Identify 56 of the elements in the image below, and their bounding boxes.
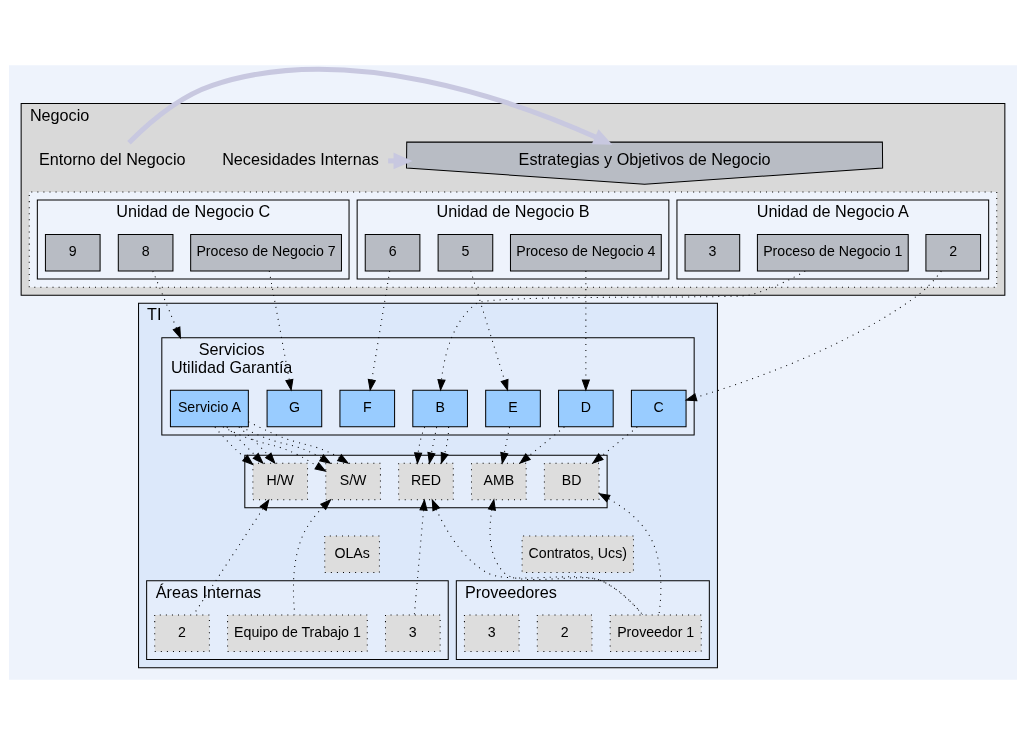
node-box: 3: [384, 614, 441, 652]
node-box: 8: [117, 234, 173, 272]
node-box: 3: [684, 234, 740, 272]
node-box: 6: [364, 234, 420, 272]
node-box: B: [411, 389, 468, 428]
arrow: [247, 421, 349, 464]
node-box: 5: [437, 234, 493, 272]
arrow: [225, 426, 264, 465]
node-box: 2: [536, 614, 592, 652]
arrow: [518, 426, 565, 465]
arrow: [581, 270, 590, 392]
arrow: [591, 426, 638, 465]
arrow: [426, 426, 437, 465]
node-box: Servicio A: [169, 389, 249, 428]
node-box: Proceso de Negocio 7: [189, 234, 342, 272]
node-box: H/W: [251, 462, 308, 501]
arrow: [213, 426, 254, 466]
node-box: C: [630, 389, 687, 428]
node-box: OLAs: [323, 535, 380, 574]
node-box: 9: [44, 234, 101, 272]
node-text: Necesidades Internas: [221, 149, 379, 168]
arrow: [292, 498, 332, 616]
node-box: BD: [543, 462, 600, 501]
node-box: Proceso de Negocio 4: [509, 234, 662, 272]
arrow: [431, 498, 643, 616]
arrow: [469, 270, 508, 392]
arrow: [499, 426, 510, 465]
node-box: G: [266, 389, 322, 428]
arrow: [237, 426, 276, 465]
arrow: [151, 270, 181, 340]
node-box: E: [484, 389, 541, 428]
arrow: [367, 270, 390, 392]
arrow: [487, 498, 643, 616]
arrow: [413, 498, 428, 616]
arrow: [440, 426, 449, 465]
node-box: Contratos, Ucs): [521, 535, 634, 574]
arrow: [126, 66, 612, 145]
node-box: S/W: [324, 462, 381, 501]
arrow: [268, 270, 293, 392]
arrow: [222, 426, 327, 472]
node-box: AMB: [470, 462, 527, 501]
arrow: [413, 426, 425, 465]
node-box: Equipo de Trabajo 1: [226, 614, 368, 652]
node-box: D: [557, 389, 614, 428]
node-box: 2: [153, 614, 210, 652]
node-box: 2: [924, 234, 981, 272]
node-box: Proceso de Negocio 1: [756, 234, 909, 272]
node-box: Proveedor 1: [609, 614, 702, 652]
node-text: Entorno del Negocio: [38, 149, 186, 168]
arrow: [239, 426, 331, 464]
node-box: F: [338, 389, 395, 428]
arrow: [684, 270, 942, 402]
cluster: [28, 191, 997, 288]
node-box: 3: [463, 614, 520, 652]
node-box: RED: [397, 462, 454, 501]
arrow: [436, 270, 806, 392]
